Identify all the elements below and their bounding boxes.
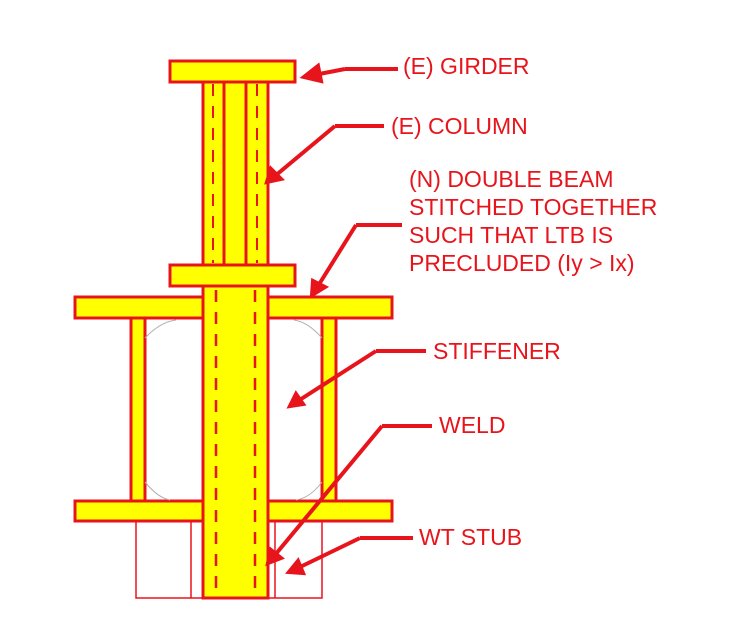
girder-label: (E) GIRDER	[403, 53, 530, 79]
column-label: (E) COLUMN	[391, 113, 528, 139]
double-beam-label-line-1: (N) DOUBLE BEAM	[409, 166, 614, 192]
stiffeners	[129, 316, 338, 503]
double-beam-label: (N) DOUBLE BEAM STITCHED TOGETHER SUCH T…	[409, 165, 657, 277]
double-beam-label-line-2: STITCHED TOGETHER	[409, 194, 658, 220]
cap-plate	[168, 263, 297, 288]
double-beam-label-line-3: SUCH THAT LTB IS	[409, 222, 614, 248]
double-beam-label-line-4: PRECLUDED (Iy > Ix)	[409, 250, 635, 276]
existing-girder	[168, 59, 297, 84]
existing-column	[201, 80, 270, 267]
weld-label: WELD	[439, 412, 506, 438]
weld-arcs	[144, 319, 323, 501]
stiffener-label: STIFFENER	[433, 338, 561, 364]
leader-lines	[264, 62, 432, 576]
wt-stub-label: WT STUB	[419, 524, 523, 550]
column-stub	[201, 284, 270, 600]
double-beam-flanges	[73, 295, 394, 523]
